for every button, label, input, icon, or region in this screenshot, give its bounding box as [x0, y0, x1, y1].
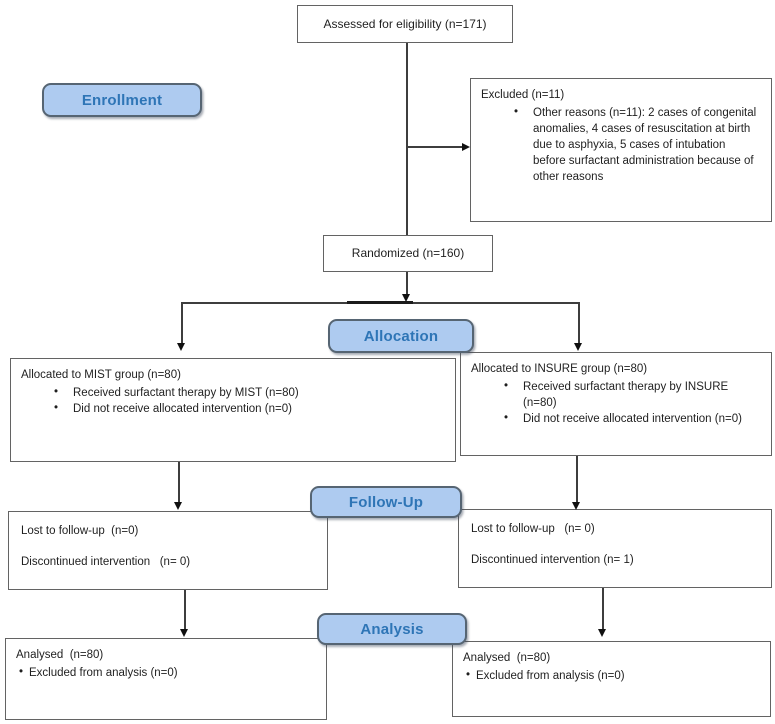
allocated-insure-box: Allocated to INSURE group (n=80) Receive…: [460, 352, 772, 456]
analysed-insure-box: Analysed (n=80) Excluded from analysis (…: [452, 641, 771, 717]
followup-left-line2: Discontinued intervention (n= 0): [21, 556, 191, 569]
arrowhead-followup-left: [174, 502, 182, 510]
connector-randomized-branch: [406, 272, 408, 296]
analysis-label-text: Analysis: [360, 620, 424, 638]
enrollment-stage-label: Enrollment: [42, 83, 202, 117]
analysis-left-title: Analysed (n=80): [16, 649, 104, 661]
followup-mist-box: Lost to follow-up (n=0) Discontinued int…: [8, 511, 328, 590]
arrowhead-excluded: [462, 142, 470, 151]
randomized-label: Randomized (n=160): [351, 246, 465, 261]
analysis-right-bullet-list: Excluded from analysis (n=0): [463, 667, 760, 684]
connector-alloc-followup-right: [576, 456, 578, 503]
analysed-mist-box: Analysed (n=80) Excluded from analysis (…: [5, 638, 327, 720]
arrowhead-followup-right: [572, 502, 580, 510]
arrowhead-analysis-right: [598, 629, 606, 637]
assessed-label: Assessed for eligibility (n=171): [323, 16, 487, 31]
alloc-right-bullet: Received surfactant therapy by INSURE (n…: [504, 378, 761, 411]
connector-followup-analysis-left: [184, 590, 186, 630]
randomized-box: Randomized (n=160): [323, 235, 493, 272]
branch-line-thick-segment: [347, 300, 413, 304]
alloc-left-bullet: Received surfactant therapy by MIST (n=8…: [54, 384, 445, 401]
alloc-left-title: Allocated to MIST group (n=80): [21, 369, 181, 381]
excluded-box: Excluded (n=11) Other reasons (n=11): 2 …: [470, 78, 772, 222]
allocation-stage-label: Allocation: [328, 319, 474, 353]
connector-assessed-randomized: [406, 43, 408, 235]
arrowhead-branch: [402, 294, 410, 302]
connector-branch-left: [181, 302, 183, 344]
assessed-for-eligibility-box: Assessed for eligibility (n=171): [297, 5, 513, 43]
excluded-bullet: Other reasons (n=11): 2 cases of congeni…: [514, 104, 761, 185]
followup-stage-label: Follow-Up: [310, 486, 462, 518]
followup-left-line1: Lost to follow-up (n=0): [21, 525, 139, 537]
alloc-right-title: Allocated to INSURE group (n=80): [471, 363, 648, 375]
enrollment-label-text: Enrollment: [81, 91, 163, 109]
analysis-right-title: Analysed (n=80): [463, 652, 551, 664]
analysis-stage-label: Analysis: [317, 613, 467, 645]
connector-branch-right: [578, 302, 580, 344]
alloc-left-bullet: Did not receive allocated intervention (…: [54, 400, 445, 417]
analysis-right-bullet: Excluded from analysis (n=0): [466, 667, 760, 684]
excluded-bullet-list: Other reasons (n=11): 2 cases of congeni…: [481, 104, 761, 185]
alloc-right-bullet: Did not receive allocated intervention (…: [504, 410, 761, 427]
connector-alloc-followup-left: [178, 462, 180, 503]
alloc-right-bullet-list: Received surfactant therapy by INSURE (n…: [471, 378, 761, 427]
allocated-mist-box: Allocated to MIST group (n=80) Received …: [10, 358, 456, 462]
alloc-left-bullet-list: Received surfactant therapy by MIST (n=8…: [21, 384, 445, 417]
arrowhead-analysis-left: [180, 629, 188, 637]
connector-to-excluded: [407, 146, 463, 148]
excluded-title: Excluded (n=11): [481, 89, 565, 101]
followup-right-line2: Discontinued intervention (n= 1): [471, 554, 634, 567]
allocation-label-text: Allocation: [363, 327, 439, 345]
followup-right-line1: Lost to follow-up (n= 0): [471, 523, 595, 535]
connector-followup-analysis-right: [602, 588, 604, 630]
analysis-left-bullet-list: Excluded from analysis (n=0): [16, 664, 316, 681]
arrowhead-alloc-left: [177, 343, 185, 351]
followup-label-text: Follow-Up: [348, 493, 424, 511]
analysis-left-bullet: Excluded from analysis (n=0): [19, 664, 316, 681]
followup-insure-box: Lost to follow-up (n= 0) Discontinued in…: [458, 509, 772, 588]
arrowhead-alloc-right: [574, 343, 582, 351]
